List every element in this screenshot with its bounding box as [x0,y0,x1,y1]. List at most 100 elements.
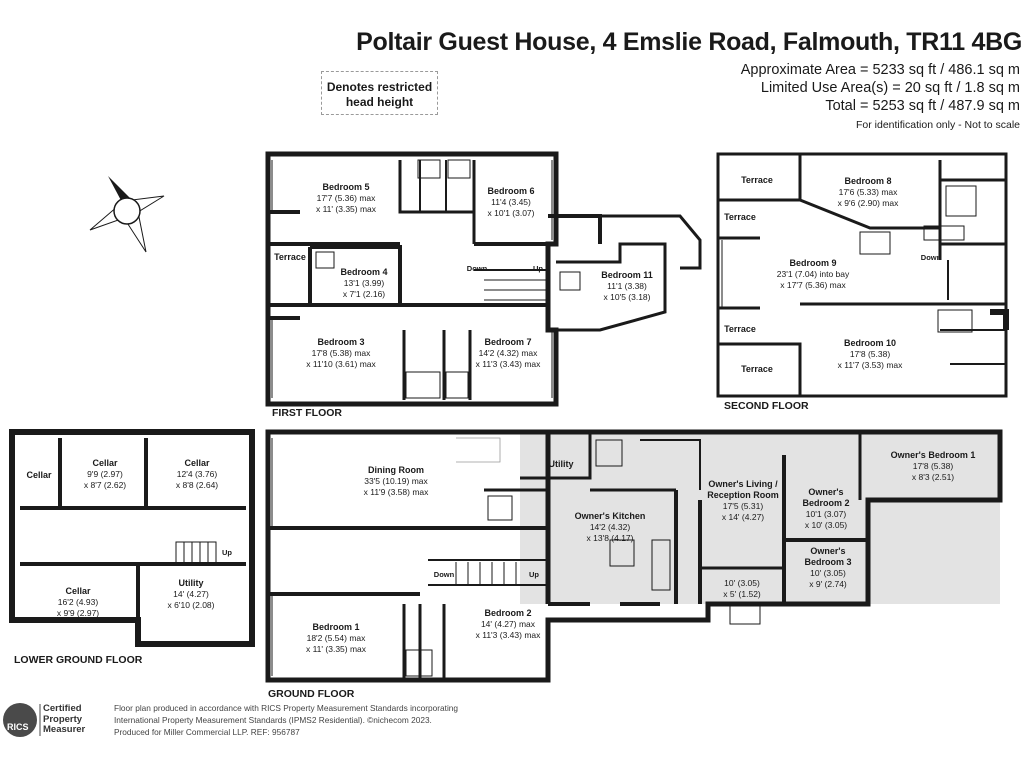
footer-line-1: Floor plan produced in accordance with R… [114,703,459,713]
room-name: Cellar [184,458,210,468]
room-name: Bedroom 7 [484,337,532,347]
room-dim-1: 17'8 (5.38) max [311,348,371,358]
approximate-area: Approximate Area = 5233 sq ft / 486.1 sq… [740,62,1020,78]
room-name: Bedroom 11 [601,270,653,280]
room-name: Owner's Kitchen [574,511,646,521]
stairs-down-label: Down [920,253,942,262]
room-dim-1: 17'5 (5.31) [722,501,764,511]
room-dim-1: 11'4 (3.45) [491,197,531,207]
room-dim-1: 17'7 (5.36) max [316,193,376,203]
stairs-down-label: Down [466,264,488,273]
room-name: Cellar [92,458,118,468]
room-dim-1: 14'2 (4.32) [589,522,631,532]
room-cellar: Cellar [26,470,52,480]
room-name: Cellar [65,586,91,596]
room-dim-1: 17'8 (5.38) [912,461,954,471]
rics-line-2: Property [43,713,83,725]
room-name-2: Bedroom 3 [804,557,852,567]
room-name: Bedroom 9 [789,258,837,268]
restricted-head-height-legend [321,71,438,115]
limited-use-area: Limited Use Area(s) = 20 sq ft / 1.8 sq … [760,80,1020,96]
room-name: Bedroom 10 [843,338,896,348]
room-dim-1: 18'2 (5.54) max [306,633,366,643]
legend-line-2: head height [345,95,414,109]
room-dim-1: 14'2 (4.32) max [478,348,538,358]
room-dim-1: 23'1 (7.04) into bay [776,269,850,279]
room-dim-2: x 11'3 (3.43) max [475,359,541,369]
room-dim-1: 12'4 (3.76) [176,469,218,479]
room-name: Utility [178,578,204,588]
room-dim-2: x 8'7 (2.62) [83,480,127,490]
first-floor-plan [265,151,702,407]
room-dim-2: x 8'8 (2.64) [175,480,219,490]
room-dim-1: 10' (3.05) [724,578,760,588]
legend-line-1: Denotes restricted [326,80,433,94]
second-floor-plan [716,152,1009,398]
room-terrace: Terrace [274,252,306,262]
room-dim-1: 33'5 (10.19) max [364,476,428,486]
room-dim-2: x 10'1 (3.07) [487,208,535,218]
room-dim-2: x 11'9 (3.58) max [363,487,429,497]
room-terrace: Terrace [724,324,756,334]
room-dim-2: x 14' (4.27) [721,512,765,522]
room-dim-1: 13'1 (3.99) [343,278,385,288]
room-name: Bedroom 1 [312,622,360,632]
room-name: Owner's [808,487,844,497]
rics-certified-text: Certified Property Measurer [43,703,85,736]
room-terrace: Terrace [741,364,773,374]
room-dim-2: x 6'10 (2.08) [167,600,215,610]
stairs-up-label: Up [533,264,543,273]
stairs-up-label: Up [529,570,539,579]
total-area: Total = 5253 sq ft / 487.9 sq m [825,98,1020,114]
footer-credits: Floor plan produced in accordance with R… [114,702,514,738]
lower-ground-floor-label: LOWER GROUND FLOOR [14,654,143,666]
room-dim-2: x 10' (3.05) [804,520,848,530]
room-dim-1: 11'1 (3.38) [607,281,647,291]
room-name: Owner's [810,546,846,556]
room-name: Bedroom 4 [340,267,388,277]
identification-note: For identification only - Not to scale [856,119,1020,131]
room-dim-1: 16'2 (4.93) [57,597,99,607]
room-dim-2: x 11'3 (3.43) max [475,630,541,640]
room-name-2: Reception Room [707,490,779,500]
room-dim-1: 14' (4.27) max [480,619,536,629]
room-terrace: Terrace [741,175,773,185]
room-name: Owner's Living / [708,479,778,489]
room-dim-1: 9'9 (2.97) [87,469,123,479]
room-name: Bedroom 2 [484,608,532,618]
room-dim-2: x 17'7 (5.36) max [780,280,846,290]
room-name: Bedroom 3 [317,337,365,347]
second-floor-label: SECOND FLOOR [724,400,809,412]
room-name: Bedroom 6 [487,186,535,196]
room-dim-2: x 11'10 (3.61) max [306,359,376,369]
page-title: Poltair Guest House, 4 Emslie Road, Falm… [356,28,1022,56]
room-dim-2: x 5' (1.52) [723,589,761,599]
room-utility: Utility [548,459,574,469]
room-terrace: Terrace [724,212,756,222]
stairs-down-label: Down [433,570,455,579]
room-dim-2: x 9'6 (2.90) max [837,198,899,208]
room-dim-2: x 9'9 (2.97) [56,608,100,618]
rics-logo-text: RICS [7,722,29,732]
room-name: Bedroom 8 [844,176,892,186]
footer-line-2: International Property Measurement Stand… [114,715,432,725]
ground-floor-label: GROUND FLOOR [268,688,355,700]
room-dim-1: 17'8 (5.38) [849,349,891,359]
